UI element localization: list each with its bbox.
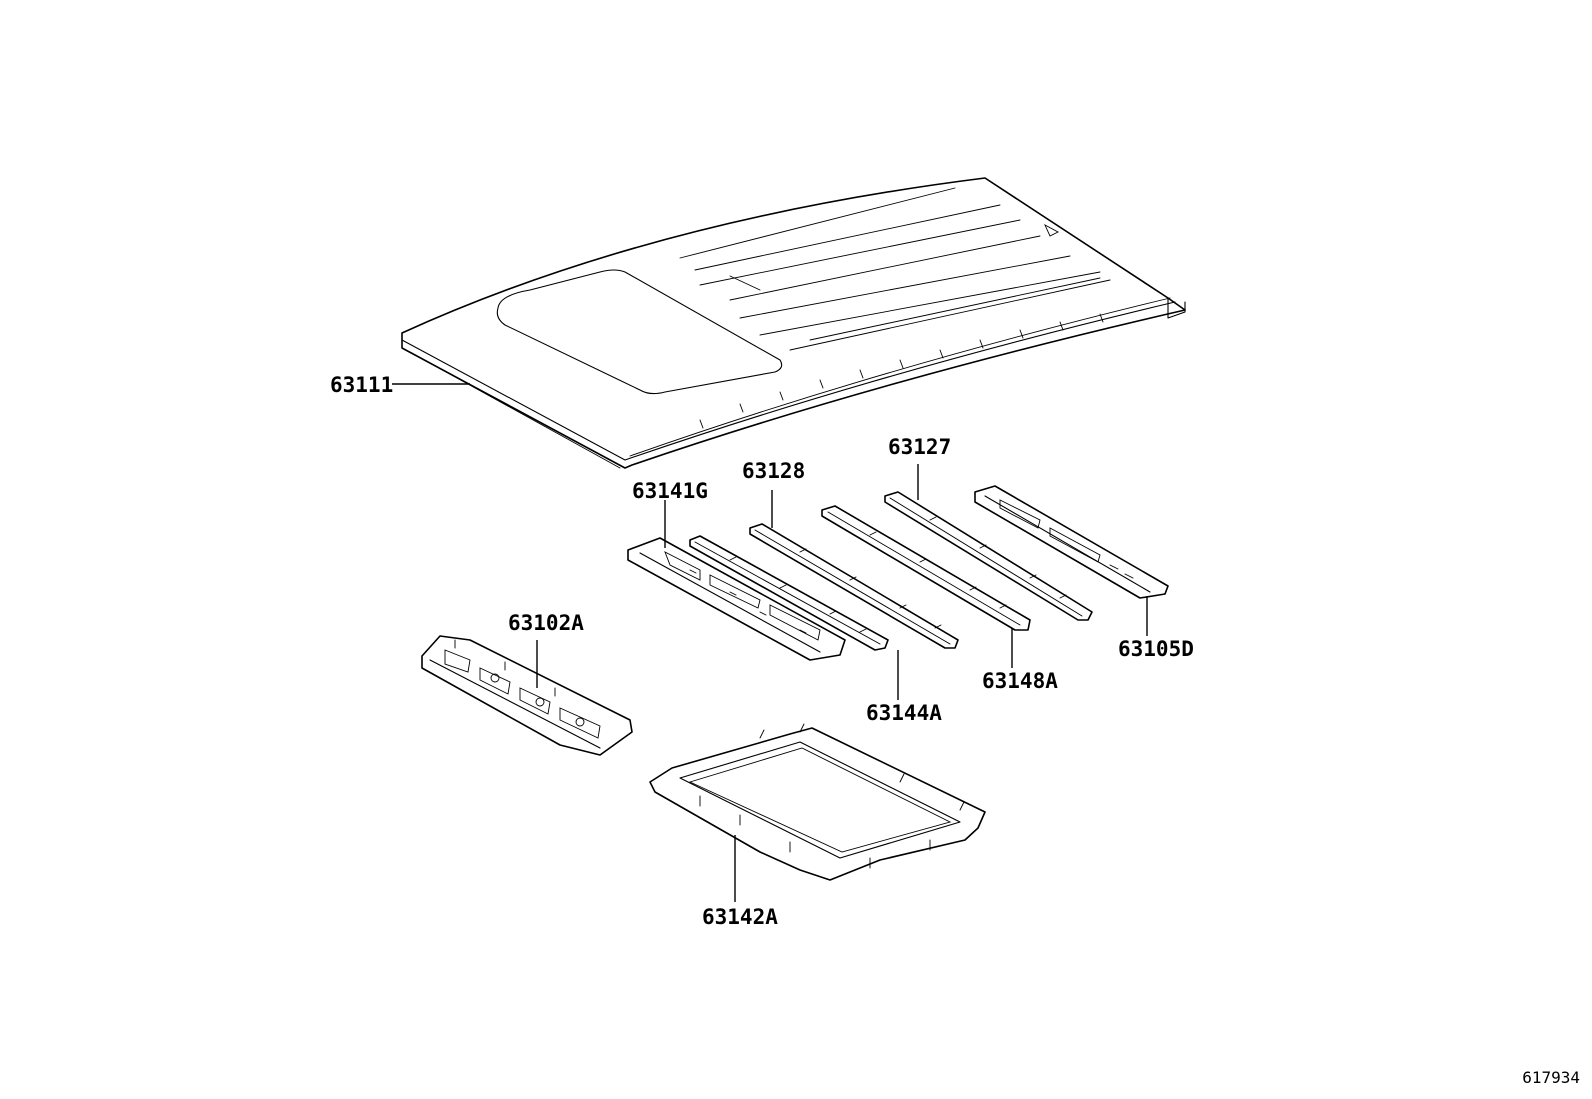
roof-panel[interactable]: [401, 177, 1186, 469]
callout-63142A: 63142A: [702, 905, 778, 929]
callout-63148A: 63148A: [982, 669, 1058, 693]
cross-bow-63128[interactable]: [749, 523, 959, 649]
callout-63144A: 63144A: [866, 701, 942, 725]
callout-63111: 63111: [330, 373, 393, 397]
rear-header-63105D[interactable]: [974, 485, 1169, 599]
sunroof-frame-63142A[interactable]: [649, 723, 986, 881]
cross-bow-63148A[interactable]: [821, 505, 1031, 631]
diagram-number: 617934: [1522, 1068, 1580, 1087]
cross-bow-63144A[interactable]: [689, 535, 889, 651]
callout-63128: 63128: [742, 459, 805, 483]
callout-63102A: 63102A: [508, 611, 584, 635]
callout-63105D: 63105D: [1118, 637, 1194, 661]
callout-63127: 63127: [888, 435, 951, 459]
cross-bow-63141G[interactable]: [627, 537, 846, 661]
front-header-63102A[interactable]: [421, 635, 633, 756]
cross-bow-63127[interactable]: [884, 491, 1093, 621]
callout-63141G: 63141G: [632, 479, 708, 503]
